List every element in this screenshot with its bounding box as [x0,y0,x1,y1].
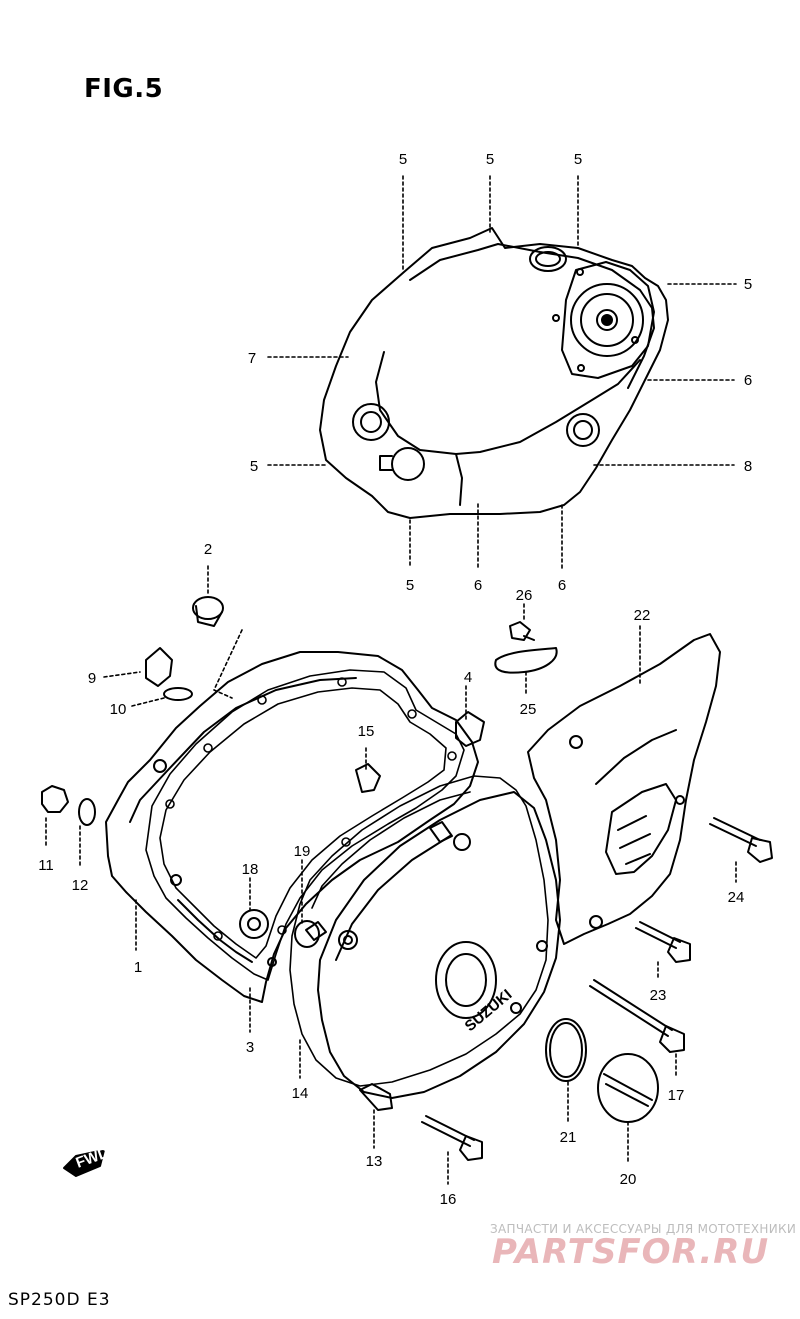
callout-17: 17 [668,1087,685,1104]
clamp-25 [494,647,558,674]
callout-3: 3 [246,1039,254,1056]
callout-24: 24 [728,889,745,906]
dowel-13 [359,1083,393,1111]
screw-26 [509,621,535,641]
callout-6: 6 [474,577,482,594]
callout-5: 5 [399,151,407,168]
bolt-17 [589,979,685,1053]
clutch-cover [319,227,669,519]
callout-14: 14 [292,1085,309,1102]
model-code: SP250D E3 [8,1290,111,1310]
callout-5: 5 [406,577,414,594]
callout-2: 2 [204,541,212,558]
bolt-16 [421,1115,483,1161]
plug-18 [239,909,269,939]
bolt-11 [41,785,96,826]
gasket [145,669,465,981]
sprocket-cover [527,633,721,945]
callout-6: 6 [558,577,566,594]
oil-filler-plug [192,596,224,627]
callout-23: 23 [650,987,667,1004]
magneto-cover [305,791,561,1099]
callout-26: 26 [516,587,533,604]
callout-5: 5 [250,458,258,475]
callout-6: 6 [744,372,752,389]
leader-lines [45,175,737,1185]
callout-10: 10 [110,701,127,718]
callout-11: 11 [38,857,54,874]
callout-5: 5 [744,276,752,293]
dowel-pins [355,711,485,793]
figure-title: FIG.5 [84,74,164,104]
callout-20: 20 [620,1171,637,1188]
callout-1: 1 [134,959,142,976]
callout-13: 13 [366,1153,383,1170]
o-ring-21 [545,1018,587,1082]
callout-21: 21 [560,1129,577,1146]
watermark-tagline: ЗАПЧАСТИ И АКСЕССУАРЫ ДЛЯ МОТОТЕХНИКИ [490,1222,797,1236]
callout-19: 19 [294,843,311,860]
plug-cap-20 [597,1053,659,1123]
callout-25: 25 [520,701,537,718]
callout-16: 16 [440,1191,457,1208]
callout-5: 5 [486,151,494,168]
callout-4: 4 [464,669,472,686]
bolt-24 [709,817,773,863]
o-ring-19 [294,920,320,948]
callout-8: 8 [744,458,752,475]
callout-7: 7 [248,350,256,367]
callout-15: 15 [358,723,375,740]
gasket-magneto [289,775,549,1087]
callout-9: 9 [88,670,96,687]
watermark-logo: PARTSFOR.RU [492,1232,770,1272]
callout-12: 12 [72,877,89,894]
forward-arrow-icon [63,1149,105,1177]
callout-18: 18 [242,861,259,878]
suzuki-logo-text: SUZUKI [462,986,516,1035]
callout-22: 22 [634,607,651,624]
oil-level-gauge [145,647,193,701]
bolt-23 [635,921,691,963]
callout-5: 5 [574,151,582,168]
